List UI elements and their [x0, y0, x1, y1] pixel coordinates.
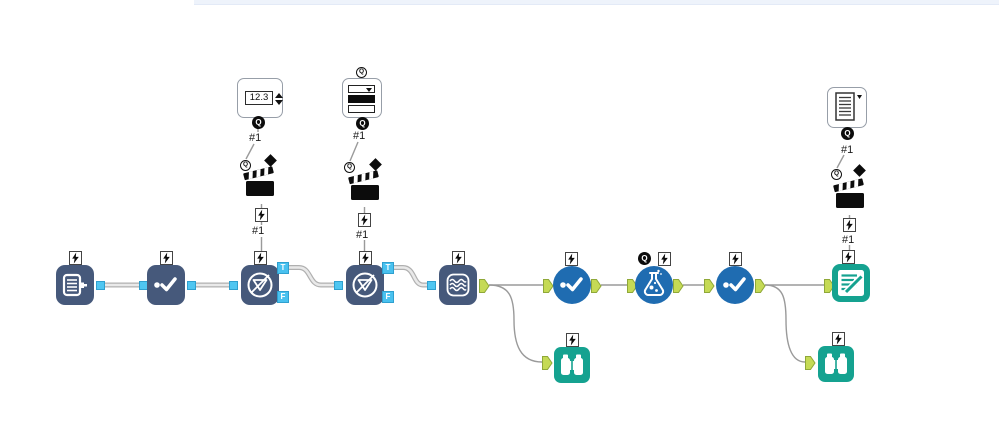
drop-down-tool[interactable]	[342, 78, 382, 118]
output-anchor[interactable]	[755, 279, 766, 293]
browse-tool-1[interactable]	[554, 347, 590, 383]
report-text-icon	[832, 264, 870, 302]
false-output-anchor[interactable]: F	[277, 291, 289, 303]
question-anchor-icon[interactable]: Q	[638, 252, 651, 265]
report-text-tool[interactable]	[832, 264, 870, 302]
dropdown-caret-icon	[366, 88, 372, 92]
action-tool-1[interactable]	[241, 165, 279, 203]
lightning-anchor-icon[interactable]	[254, 251, 267, 265]
binoculars-icon	[818, 346, 854, 382]
numeric-value: 12.3	[245, 91, 273, 105]
connection-label: #1	[841, 144, 854, 156]
lightning-anchor-icon[interactable]	[452, 251, 465, 265]
false-output-anchor[interactable]: F	[382, 291, 394, 303]
connection-label: #1	[356, 229, 369, 241]
output-anchor[interactable]	[187, 281, 196, 290]
connection-label: #1	[249, 132, 262, 144]
output-anchor[interactable]	[96, 281, 105, 290]
question-anchor-icon[interactable]: Q	[240, 160, 251, 171]
filter-funnel-icon	[241, 266, 279, 304]
diamond-anchor-icon[interactable]	[853, 164, 866, 177]
lightning-anchor-icon[interactable]	[160, 251, 173, 265]
union-waves-icon	[439, 266, 477, 304]
document-drop-down-tool[interactable]	[827, 87, 867, 128]
filter-tool-2[interactable]	[346, 265, 384, 305]
input-anchor[interactable]	[543, 279, 554, 293]
question-anchor-icon[interactable]: Q	[831, 169, 842, 180]
filter-funnel-icon	[346, 266, 384, 304]
lightning-anchor-icon[interactable]	[69, 251, 82, 265]
connection-label: #1	[252, 225, 265, 237]
input-anchor[interactable]	[704, 279, 715, 293]
input-anchor[interactable]	[542, 356, 553, 370]
dot-check-icon	[553, 266, 591, 304]
input-data-icon	[56, 266, 94, 304]
window-edge-strip	[194, 0, 999, 5]
input-anchor[interactable]	[627, 279, 638, 293]
filter-tool-1[interactable]	[241, 265, 279, 305]
output-anchor[interactable]	[591, 279, 602, 293]
lightning-anchor-icon[interactable]	[842, 250, 855, 264]
dot-check-icon	[716, 266, 754, 304]
lightning-anchor-icon[interactable]	[359, 251, 372, 265]
lightning-anchor-icon[interactable]	[843, 218, 856, 232]
question-anchor-icon[interactable]: Q	[344, 162, 355, 173]
input-data-tool[interactable]	[56, 265, 94, 305]
union-tool[interactable]	[439, 265, 477, 305]
macro-check-tool-1[interactable]	[553, 266, 591, 304]
clapperboard-icon	[241, 165, 279, 203]
clapperboard-icon	[831, 177, 869, 215]
lightning-anchor-icon[interactable]	[729, 252, 742, 266]
check-tool[interactable]	[147, 265, 185, 305]
question-anchor-icon[interactable]: Q	[356, 67, 367, 78]
action-tool-2[interactable]	[346, 169, 384, 207]
question-anchor-icon[interactable]: Q	[252, 116, 265, 129]
binoculars-icon	[554, 347, 590, 383]
input-anchor[interactable]	[824, 279, 835, 293]
lightning-anchor-icon[interactable]	[832, 332, 845, 346]
dot-check-icon	[147, 266, 185, 304]
thin-wires	[245, 129, 851, 363]
lightning-anchor-icon[interactable]	[255, 208, 268, 222]
macro-flask-tool[interactable]	[635, 266, 673, 304]
lightning-anchor-icon[interactable]	[566, 333, 579, 347]
input-anchor[interactable]	[334, 281, 343, 290]
numeric-updown-tool[interactable]: 12.3	[237, 78, 283, 118]
connection-label: #1	[353, 130, 366, 142]
input-anchor[interactable]	[427, 281, 436, 290]
action-tool-3[interactable]	[831, 177, 869, 215]
question-anchor-icon[interactable]: Q	[841, 127, 854, 140]
browse-tool-2[interactable]	[818, 346, 854, 382]
true-output-anchor[interactable]: T	[277, 262, 289, 274]
spinner-down-icon	[275, 100, 283, 105]
input-anchor[interactable]	[805, 356, 816, 370]
true-output-anchor[interactable]: T	[382, 262, 394, 274]
input-anchor[interactable]	[229, 281, 238, 290]
connection-label: #1	[842, 234, 855, 246]
spinner-up-icon	[275, 93, 283, 98]
flask-icon	[635, 266, 673, 304]
lightning-anchor-icon[interactable]	[658, 252, 671, 266]
clapperboard-icon	[346, 169, 384, 207]
output-anchor[interactable]	[673, 279, 684, 293]
lightning-anchor-icon[interactable]	[358, 213, 371, 227]
document-dropdown-icon	[828, 88, 866, 126]
output-anchor[interactable]	[479, 279, 490, 293]
macro-check-tool-2[interactable]	[716, 266, 754, 304]
lightning-anchor-icon[interactable]	[565, 252, 578, 266]
question-anchor-icon[interactable]: Q	[356, 117, 369, 130]
